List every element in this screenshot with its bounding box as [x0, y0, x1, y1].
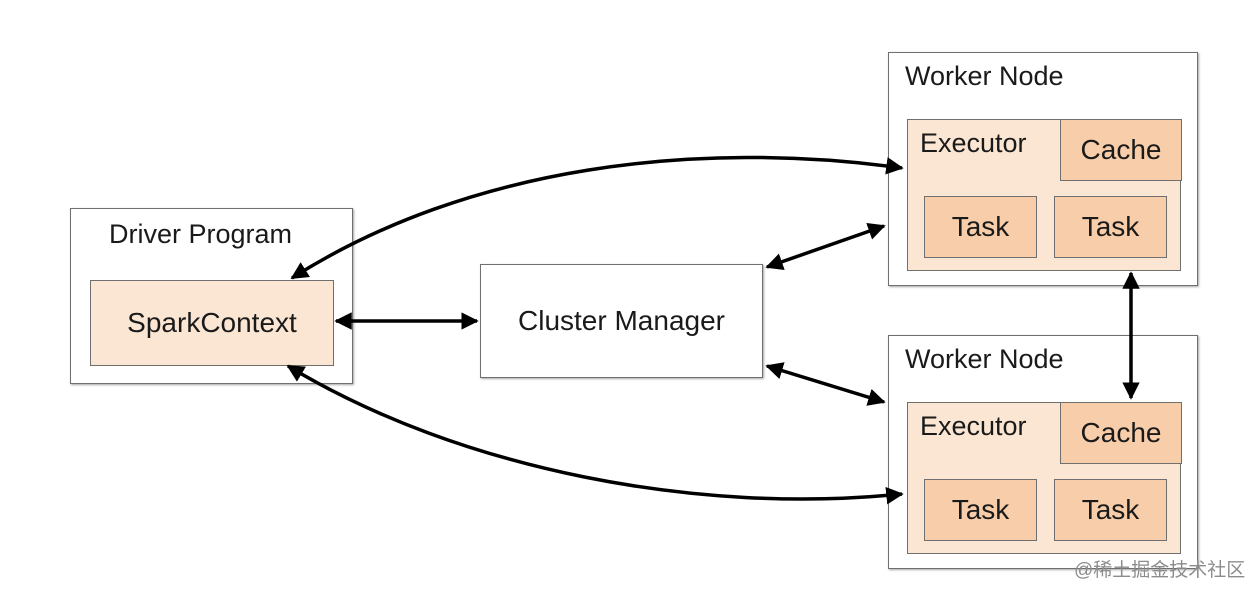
driver-program-title: Driver Program — [109, 219, 293, 249]
worker-node-title: Worker Node — [905, 344, 1064, 374]
arrow-cluster-manager-worker-bottom — [765, 362, 886, 406]
task-label: Task — [951, 494, 1010, 525]
task-box: Task — [924, 479, 1037, 541]
task-box: Task — [924, 196, 1037, 258]
executor-label: Executor — [920, 128, 1027, 158]
spark-context-box: SparkContext — [90, 280, 334, 366]
arrow-driver-worker-top — [290, 155, 904, 280]
cache-box: Cache — [1060, 402, 1182, 464]
spark-context-label: SparkContext — [127, 307, 297, 338]
arrow-driver-worker-bottom — [286, 364, 904, 505]
cluster-manager-box: Cluster Manager — [480, 264, 763, 378]
task-box: Task — [1054, 196, 1167, 258]
task-label: Task — [1081, 211, 1140, 242]
cluster-manager-label: Cluster Manager — [518, 305, 725, 336]
arrow-cluster-manager-worker-top — [765, 222, 886, 271]
task-box: Task — [1054, 479, 1167, 541]
worker-node-bottom: Worker Node Executor Cache Task Task — [888, 335, 1198, 569]
executor-label: Executor — [920, 411, 1027, 441]
task-label: Task — [951, 211, 1010, 242]
task-label: Task — [1081, 494, 1140, 525]
worker-node-top: Worker Node Executor Cache Task Task — [888, 52, 1198, 286]
worker-node-title: Worker Node — [905, 61, 1064, 91]
executor-box: Executor Cache Task Task — [907, 402, 1182, 554]
executor-box: Executor Cache Task Task — [907, 119, 1182, 271]
cache-label: Cache — [1080, 134, 1162, 165]
cache-box: Cache — [1060, 119, 1182, 181]
watermark: @稀土掘金技术社区 — [1074, 560, 1246, 581]
cache-label: Cache — [1080, 417, 1162, 448]
